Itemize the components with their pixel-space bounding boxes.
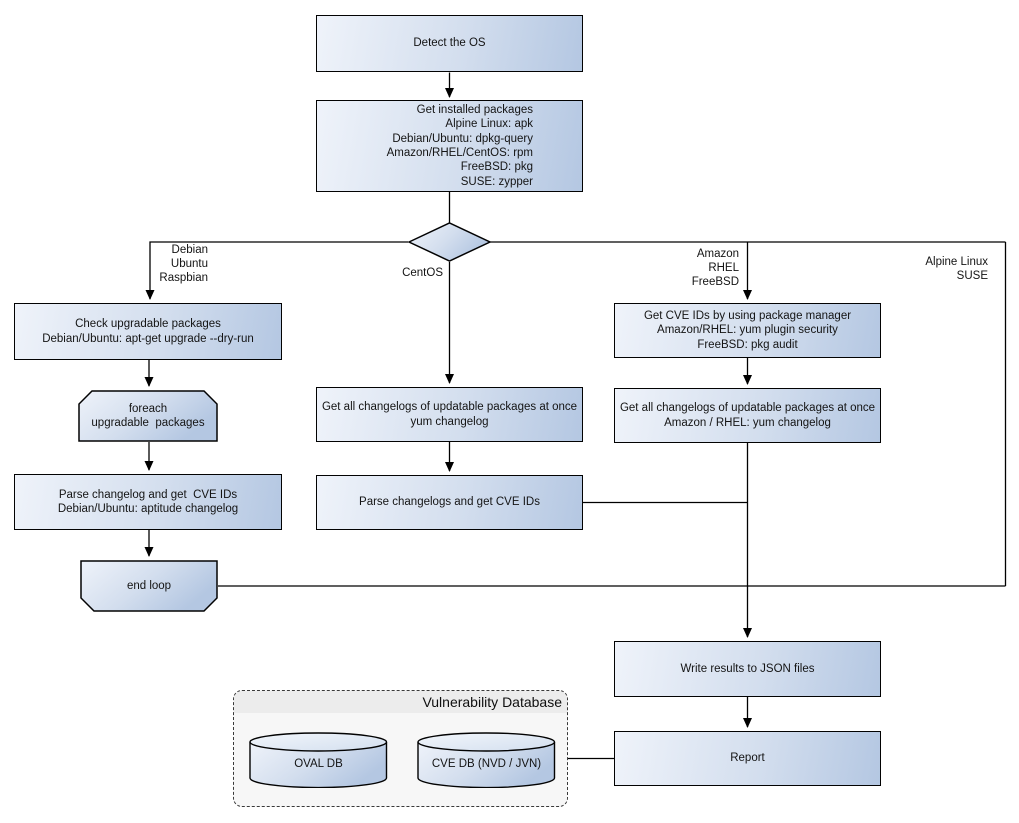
edge-label-centos: CentOS xyxy=(402,267,443,279)
node-parse-changelogs-centos: Parse changelogs and get CVE IDs xyxy=(316,475,583,530)
node-parse-changelog-debian-label: Parse changelog and get CVE IDs Debian/U… xyxy=(57,488,239,515)
edge-label-alpine-suse: Alpine Linux SUSE xyxy=(925,256,988,282)
node-cve-ids-package-manager: Get CVE IDs by using package manager Ama… xyxy=(614,303,881,358)
vulnerability-database-group: Vulnerability Database OVAL DB CVE DB (N… xyxy=(233,690,568,807)
node-report: Report xyxy=(614,731,881,786)
edge-label-amazon-rhel-freebsd: Amazon RHEL FreeBSD xyxy=(691,248,739,288)
node-changelogs-centos-label: Get all changelogs of updatable packages… xyxy=(321,401,578,428)
node-end-loop: end loop xyxy=(80,560,218,612)
node-check-upgradable-packages-label: Check upgradable packages Debian/Ubuntu:… xyxy=(42,318,254,345)
node-check-upgradable-packages: Check upgradable packages Debian/Ubuntu:… xyxy=(14,303,282,360)
node-foreach-loop-start: foreach upgradable packages xyxy=(78,390,218,442)
node-write-json-results: Write results to JSON files xyxy=(614,641,881,697)
node-detect-os: Detect the OS xyxy=(316,15,583,72)
decision-diamond-shape xyxy=(407,222,492,262)
loop-start-shape xyxy=(78,390,218,442)
node-get-installed-packages-label: Get installed packages Alpine Linux: apk… xyxy=(386,104,533,188)
node-changelogs-amazon-rhel: Get all changelogs of updatable packages… xyxy=(614,388,881,443)
oval-db-cylinder: OVAL DB xyxy=(249,732,388,788)
node-foreach-loop-label: foreach upgradable packages xyxy=(91,402,205,429)
oval-db-label: OVAL DB xyxy=(294,758,343,770)
loop-end-shape xyxy=(80,560,218,612)
database-cylinder-icon xyxy=(417,732,556,788)
node-changelogs-centos: Get all changelogs of updatable packages… xyxy=(316,387,583,442)
vulnerability-database-title: Vulnerability Database xyxy=(234,691,567,713)
node-end-loop-label: end loop xyxy=(126,579,172,592)
node-parse-changelogs-centos-label: Parse changelogs and get CVE IDs xyxy=(359,496,540,509)
node-report-label: Report xyxy=(730,752,765,765)
edge-label-debian-ubuntu-raspbian: Debian Ubuntu Raspbian xyxy=(159,244,208,284)
cve-db-cylinder: CVE DB (NVD / JVN) xyxy=(417,732,556,788)
cve-db-label: CVE DB (NVD / JVN) xyxy=(431,758,542,770)
node-cve-ids-package-manager-label: Get CVE IDs by using package manager Ama… xyxy=(643,310,852,351)
node-parse-changelog-debian: Parse changelog and get CVE IDs Debian/U… xyxy=(14,474,282,530)
database-cylinder-icon xyxy=(249,732,388,788)
node-get-installed-packages: Get installed packages Alpine Linux: apk… xyxy=(316,100,583,192)
node-write-json-results-label: Write results to JSON files xyxy=(680,662,815,675)
node-detect-os-label: Detect the OS xyxy=(413,37,486,50)
node-changelogs-amazon-rhel-label: Get all changelogs of updatable packages… xyxy=(619,402,876,429)
node-os-decision xyxy=(407,221,492,263)
